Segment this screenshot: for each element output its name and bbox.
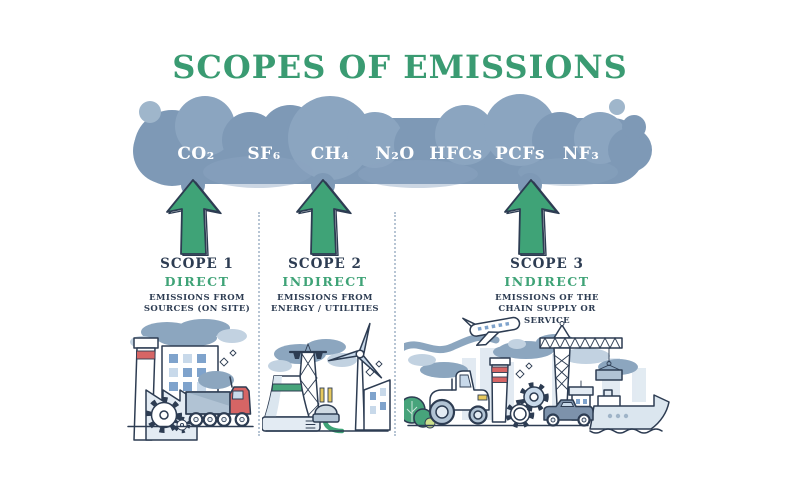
scope-2-block: SCOPE 2 INDIRECT EMISSIONS FROM ENERGY /… — [250, 256, 400, 316]
scope-1-illustration — [127, 319, 254, 441]
scope-3-description: EMISSIONS OF THE CHAIN SUPPLY OR SERVICE — [495, 293, 599, 326]
building-icon — [363, 379, 391, 431]
scope-2-arrow-up-icon — [296, 179, 352, 256]
page-title: SCOPES OF EMISSIONS — [172, 48, 628, 86]
scope-1-type: DIRECT — [164, 274, 230, 289]
truck-icon — [185, 376, 252, 427]
tractor-icon — [428, 370, 490, 426]
scope-3-type: INDIRECT — [504, 274, 590, 289]
bush-icon — [404, 396, 436, 429]
gas-label-sf6: SF₆ — [247, 144, 281, 164]
ship-icon — [589, 389, 670, 430]
gas-label-pcfs: PCFs — [495, 144, 545, 164]
chimney-icon — [489, 339, 526, 423]
scope-3-name: SCOPE 3 — [510, 256, 584, 272]
gear-icon — [146, 397, 191, 434]
gas-label-nf3: NF₃ — [562, 144, 600, 164]
crane-icon — [539, 321, 623, 406]
gas-label-n2o: N₂O — [375, 144, 415, 164]
smoke-icon — [198, 371, 234, 389]
scope-2-name: SCOPE 2 — [288, 256, 362, 272]
wind-turbine-icon — [327, 322, 383, 431]
gears-icon — [505, 362, 549, 429]
gas-label-co2: CO₂ — [177, 144, 215, 164]
cooling-tower-icon — [262, 375, 321, 432]
sparkle-icon — [525, 362, 533, 370]
sparkle-icon — [515, 369, 525, 379]
gas-label-hfcs: HFCs — [429, 144, 483, 164]
scope-3-block: SCOPE 3 INDIRECT EMISSIONS OF THE CHAIN … — [462, 256, 632, 327]
gas-label-ch4: CH₄ — [310, 144, 350, 164]
airplane-icon — [462, 316, 521, 347]
column-separator — [394, 212, 396, 436]
scope-2-illustration — [262, 322, 391, 434]
scope-3-illustration — [404, 316, 670, 434]
scope-1-description: EMISSIONS FROM SOURCES (ON SITE) — [143, 293, 251, 315]
scope-1-block: SCOPE 1 DIRECT EMISSIONS FROM SOURCES (O… — [122, 256, 272, 316]
sparkle-icon — [365, 360, 383, 377]
emissions-cloud-icon — [133, 94, 652, 197]
scope-3-arrow-up-icon — [504, 179, 560, 256]
water-icon — [589, 428, 663, 434]
scope-2-type: INDIRECT — [282, 274, 368, 289]
scope-1-name: SCOPE 1 — [160, 256, 234, 272]
sparkle-icon — [219, 349, 237, 367]
column-separator — [258, 212, 260, 436]
scope-1-arrow-up-icon — [166, 179, 222, 256]
scope-2-description: EMISSIONS FROM ENERGY / UTILITIES — [271, 293, 379, 315]
pickup-truck-icon — [543, 399, 594, 427]
